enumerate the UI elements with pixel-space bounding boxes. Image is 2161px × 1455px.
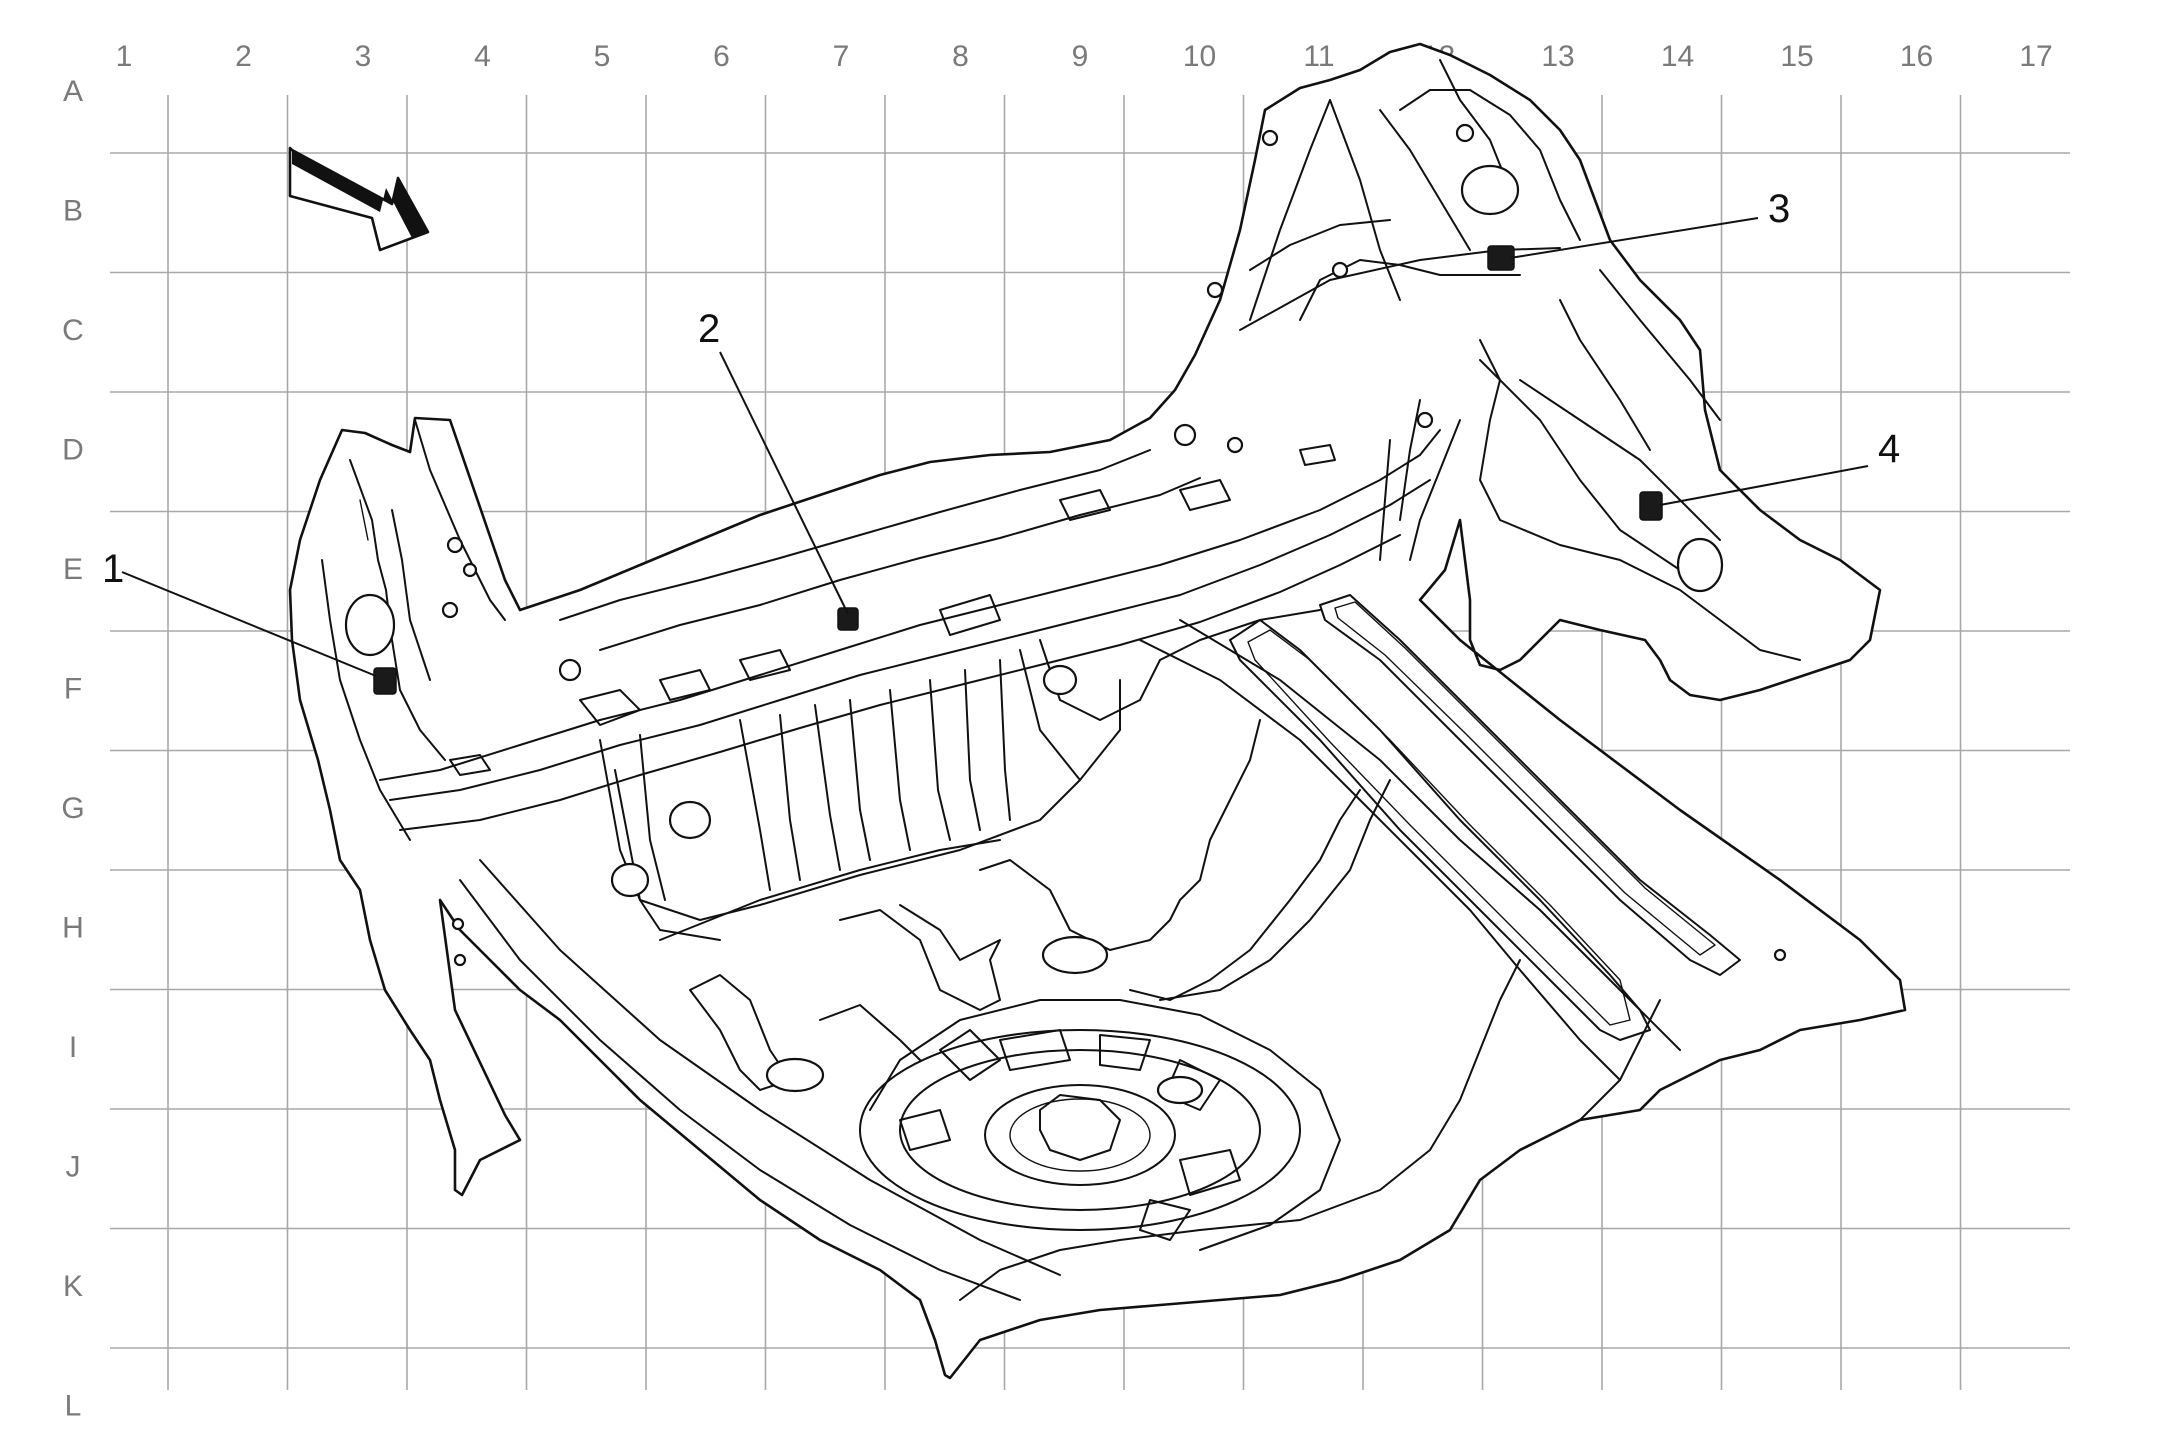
grid-row-label: F (64, 673, 82, 706)
grid-column-label: 17 (2019, 40, 2052, 73)
grid-column-label: 6 (713, 40, 730, 73)
grid-column-label: 15 (1780, 40, 1813, 73)
callout-1-leader (121, 571, 377, 677)
grid-row-label: E (63, 553, 83, 586)
connector-2-icon (837, 607, 859, 631)
callout-label-1: 1 (102, 547, 124, 591)
grid-column-label: 10 (1183, 40, 1216, 73)
grid-column-label: 1 (116, 40, 133, 73)
grid-column-label: 11 (1303, 40, 1334, 73)
grid-column-label: 5 (594, 40, 611, 73)
grid-row-label: H (62, 912, 84, 945)
grid-row-label: C (62, 314, 84, 347)
grid-column-labels: 1234567891011121314151617 (116, 40, 2053, 73)
grid-row-label: I (69, 1031, 77, 1064)
grid-column-label: 3 (355, 40, 372, 73)
grid-column-label: 4 (474, 40, 491, 73)
callout-label-3: 3 (1768, 187, 1790, 231)
callout-label-2: 2 (698, 307, 720, 351)
floor-outer-outline (288, 42, 1907, 1380)
grid-column-label: 8 (952, 40, 969, 73)
callout-4-leader (1659, 465, 1869, 506)
rear-floor-assembly (288, 42, 1907, 1380)
grid-column-label: 16 (1900, 40, 1933, 73)
grid-column-label: 7 (833, 40, 850, 73)
forward-direction-arrow-icon (288, 146, 430, 252)
grid-row-labels: A B C D E F G H I J K L (61, 75, 84, 1423)
grid-column-label: 14 (1661, 40, 1694, 73)
grid-column-label: 2 (235, 40, 252, 73)
grid-row-label: G (61, 792, 84, 825)
callout-3-leader (1509, 217, 1759, 259)
grid-row-label: K (63, 1270, 83, 1303)
grid-row-label: B (63, 195, 83, 228)
grid-column-label: 9 (1072, 40, 1089, 73)
grid-row-label: L (65, 1390, 82, 1423)
grid-row-label: A (63, 75, 83, 108)
grid-row-label: J (66, 1151, 81, 1184)
callout-label-4: 4 (1878, 427, 1900, 471)
grid-column-label: 13 (1541, 40, 1574, 73)
callout-2-leader (719, 351, 849, 615)
grid-row-label: D (62, 434, 84, 467)
connector-1-icon (373, 667, 397, 695)
connector-4-icon (1639, 491, 1663, 521)
